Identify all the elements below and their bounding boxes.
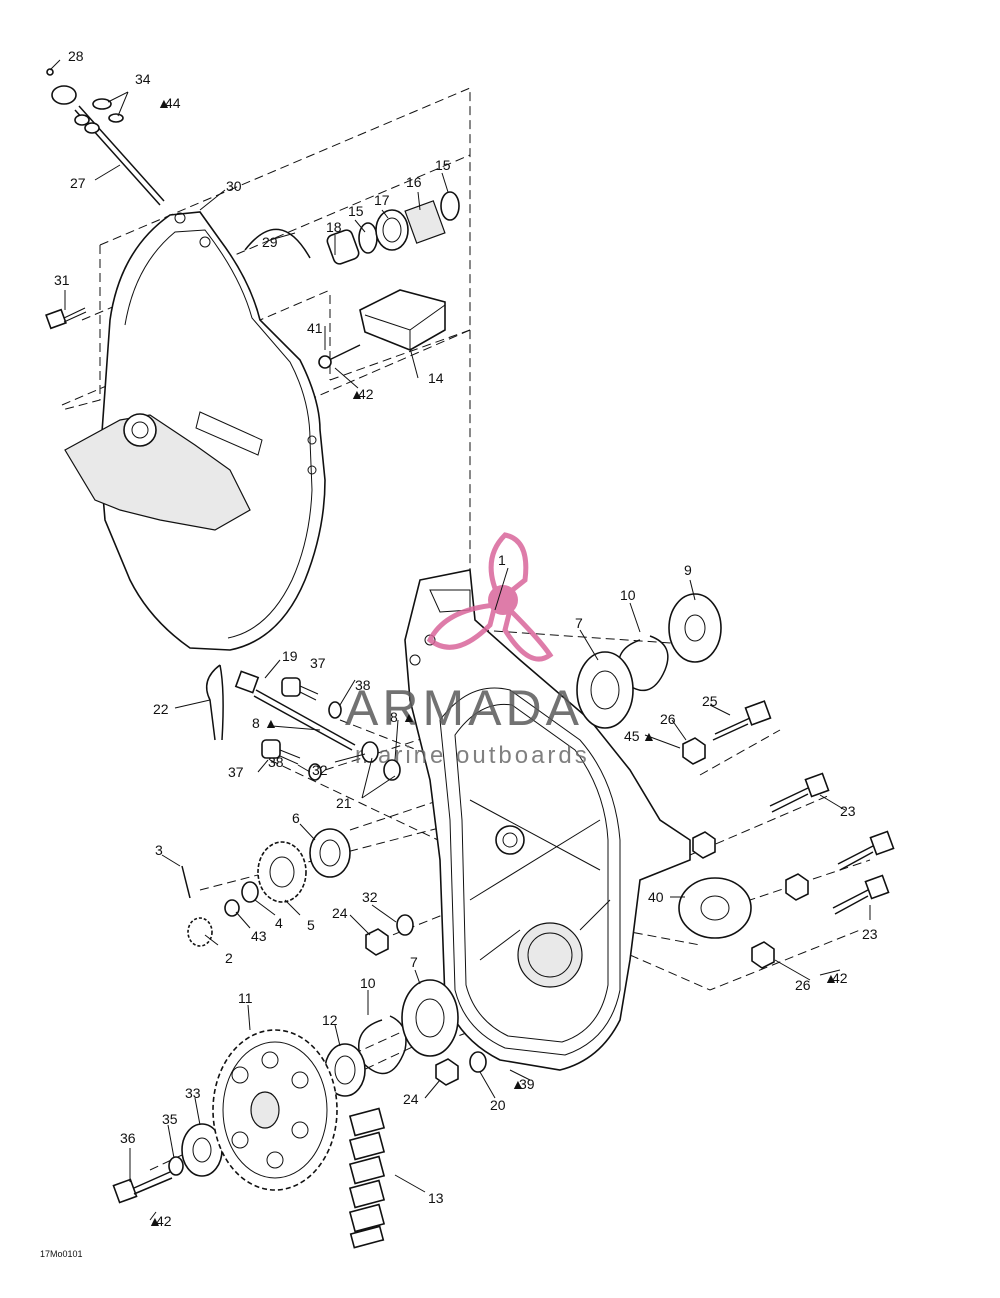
- lubricant-drop-icons: ▲ ▲ ▲ ▲ ▲ ▲ ▲ ▲: [148, 95, 838, 1229]
- callout-39: 39: [519, 1076, 535, 1092]
- callout-8: 8: [252, 715, 260, 731]
- callout-10-upper: 10: [620, 587, 636, 603]
- callout-25: 25: [702, 693, 718, 709]
- callout-24-lower: 24: [403, 1091, 419, 1107]
- callout-8-second: 8: [390, 709, 398, 725]
- callout-44: 44: [165, 95, 181, 111]
- callout-34: 34: [135, 71, 151, 87]
- callout-16: 16: [406, 174, 422, 190]
- callout-18: 18: [326, 219, 342, 235]
- callout-32-upper: 32: [312, 762, 328, 778]
- drop-icon: ▲: [148, 1213, 162, 1229]
- callout-23-lower: 23: [862, 926, 878, 942]
- callout-40: 40: [648, 889, 664, 905]
- callout-7-lower: 7: [410, 954, 418, 970]
- bearings-and-gears: [181, 651, 634, 1191]
- callout-5: 5: [307, 917, 315, 933]
- callout-13: 13: [428, 1190, 444, 1206]
- callout-21: 21: [336, 795, 352, 811]
- callout-11: 11: [238, 990, 253, 1006]
- callout-32-lower: 32: [362, 889, 378, 905]
- callout-17: 17: [374, 192, 390, 208]
- callout-23-upper: 23: [840, 803, 856, 819]
- callout-37-upper: 37: [310, 655, 326, 671]
- callout-9: 9: [684, 562, 692, 578]
- callout-1: 1: [498, 552, 506, 568]
- callout-26-lower: 26: [795, 977, 811, 993]
- callout-24-upper: 24: [332, 905, 348, 921]
- callout-26-upper: 26: [660, 711, 676, 727]
- drop-icon: ▲: [642, 728, 656, 744]
- leader-lines: [49, 59, 871, 1221]
- callout-3: 3: [155, 842, 163, 858]
- callout-6: 6: [292, 810, 300, 826]
- callout-15-lower: 15: [348, 203, 364, 219]
- callout-12: 12: [322, 1012, 338, 1028]
- drop-icon: ▲: [264, 715, 278, 731]
- callout-45: 45: [624, 728, 640, 744]
- drop-icon: ▲: [157, 95, 171, 111]
- drop-icon: ▲: [402, 709, 416, 725]
- callout-4: 4: [275, 915, 283, 931]
- callout-22: 22: [153, 701, 169, 717]
- chain-case-cover: [64, 211, 326, 651]
- drop-icon: ▲: [350, 386, 364, 402]
- callout-42-lower: 42: [156, 1213, 172, 1229]
- callout-7-upper: 7: [575, 615, 583, 631]
- callout-29: 29: [262, 234, 278, 250]
- callout-28: 28: [68, 48, 84, 64]
- callout-31: 31: [54, 272, 70, 288]
- callout-27: 27: [70, 175, 86, 191]
- watermark-brand: ARMADA: [345, 680, 583, 736]
- fasteners: [45, 307, 895, 1204]
- callout-labels: 1 2 3 4 5 6 7 7 8 8 9 10 10 11 12 13 14 …: [54, 48, 878, 1229]
- callout-38-upper: 38: [355, 677, 371, 693]
- callout-42-right: 42: [832, 970, 848, 986]
- callout-14: 14: [428, 370, 444, 386]
- callout-41: 41: [307, 320, 323, 336]
- callout-20: 20: [490, 1097, 506, 1113]
- watermark: ARMADA marine outboards: [345, 532, 587, 769]
- tensioner-parts: [244, 191, 460, 369]
- callout-30: 30: [226, 178, 242, 194]
- callout-43: 43: [251, 928, 267, 944]
- callout-42-upper: 42: [358, 386, 374, 402]
- callout-15-upper: 15: [435, 157, 451, 173]
- drop-icon: ▲: [511, 1076, 525, 1092]
- callout-38-lower: 38: [268, 754, 284, 770]
- callout-19: 19: [282, 648, 298, 664]
- cotter-pin: [205, 664, 224, 741]
- callout-2: 2: [225, 950, 233, 966]
- callout-35: 35: [162, 1111, 178, 1127]
- callout-10-lower: 10: [360, 975, 376, 991]
- adjuster-rod-assembly: [46, 68, 165, 206]
- callout-36: 36: [120, 1130, 136, 1146]
- callout-37-lower: 37: [228, 764, 244, 780]
- chain-case-housing: [404, 569, 691, 1071]
- drive-chain: [348, 1107, 386, 1249]
- nuts-and-washers: [168, 593, 809, 1176]
- drop-icon: ▲: [824, 970, 838, 986]
- drawing-code: 17Mo0101: [40, 1249, 83, 1259]
- callout-33: 33: [185, 1085, 201, 1101]
